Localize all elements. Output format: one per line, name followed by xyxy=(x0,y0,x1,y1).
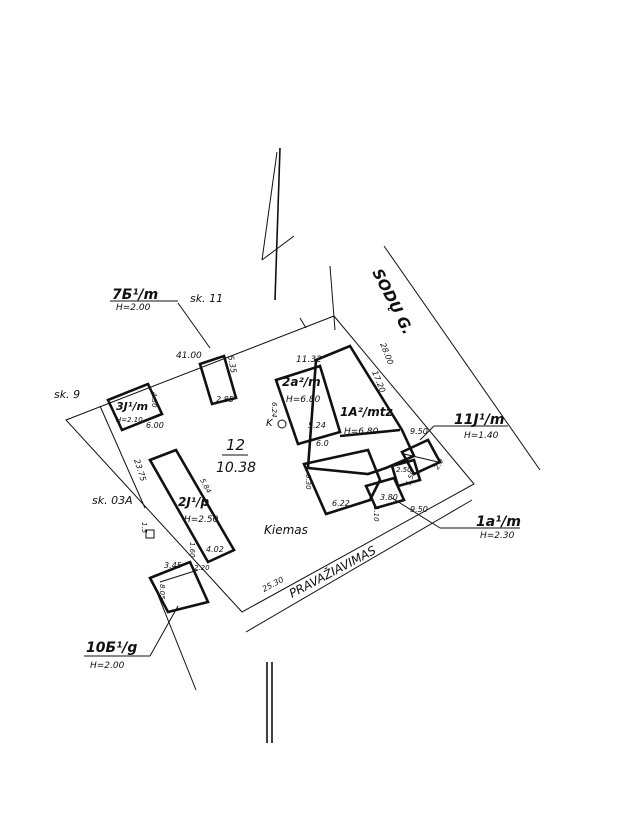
south-marker-icon xyxy=(266,662,273,743)
building-3: 3J¹/m H=2.10 xyxy=(106,382,164,432)
dim-1-5: 1.5 xyxy=(140,522,148,534)
driveway-label: PRAVAŽIAVIMAS xyxy=(286,542,378,601)
well-icon: K xyxy=(266,418,287,429)
svg-text:K: K xyxy=(266,418,274,429)
plot-number: 12 xyxy=(226,436,245,454)
dim-2-50: 2.50 xyxy=(396,466,412,474)
dim-1-10: 1.10 xyxy=(372,506,380,522)
svg-text:2a²/m: 2a²/m xyxy=(282,375,321,389)
svg-text:H=2.10: H=2.10 xyxy=(116,416,143,424)
yard-label: Kiemas xyxy=(264,523,308,537)
dim-8-05: 8.05 xyxy=(158,584,166,600)
callout-building-7: 7Б¹/m H=2.00 xyxy=(110,287,178,313)
dim-4-02: 4.02 xyxy=(206,545,224,554)
svg-text:H=2.50: H=2.50 xyxy=(184,515,219,525)
callout-building-1a: 1a¹/m H=2.30 xyxy=(391,497,521,541)
svg-text:H=2.00: H=2.00 xyxy=(116,303,151,313)
street-name: SODŲ G. xyxy=(368,266,416,338)
dim-9-50-east: 9.50 xyxy=(410,427,428,436)
dim-1-60: 1.60 xyxy=(188,542,196,558)
dim-4-30: 4.30 xyxy=(150,392,158,408)
building-1a xyxy=(364,476,406,510)
building-1: 1A²/mtz H=6.80 xyxy=(306,344,416,476)
dim-2-0: 2.0 xyxy=(433,457,446,471)
svg-text:H=6.80: H=6.80 xyxy=(286,395,321,405)
plot-area: 10.38 xyxy=(216,460,256,476)
building-2j: 2J¹/p H=2.50 xyxy=(148,448,236,564)
svg-text:1a¹/m: 1a¹/m xyxy=(476,514,521,530)
dim-25-30: 25.30 xyxy=(261,575,285,594)
building-small-east xyxy=(390,458,422,488)
dim-2-85: 2.85 xyxy=(216,395,234,404)
north-arrow-icon xyxy=(261,147,295,301)
svg-text:H=2.00: H=2.00 xyxy=(90,661,125,671)
svg-text:H=6.80: H=6.80 xyxy=(344,427,379,437)
svg-text:2J¹/p: 2J¹/p xyxy=(178,495,209,509)
dim-3-45: 3.45 xyxy=(164,561,182,570)
dim-2-20: 2.20 xyxy=(194,564,210,572)
neighbor-sk9-label: sk. 9 xyxy=(54,388,80,401)
svg-text:H=1.40: H=1.40 xyxy=(464,431,499,441)
dim-6-22: 6.22 xyxy=(332,499,350,508)
dim-41-00: 41.00 xyxy=(176,351,202,361)
svg-text:11J¹/m: 11J¹/m xyxy=(454,412,505,428)
dim-3-80: 3.80 xyxy=(380,493,398,502)
dim-6-30: 6.30 xyxy=(304,474,312,490)
building-11 xyxy=(400,438,442,476)
dim-9-50-south: 9.50 xyxy=(410,505,428,514)
dim-6-00: 6.00 xyxy=(146,421,164,430)
neighbor-sk03a-label: sk. 03A xyxy=(92,494,133,507)
dim-6-24: 6.24 xyxy=(270,402,278,418)
callout-building-11: 11J¹/m H=1.40 xyxy=(419,412,508,441)
dim-5-35: 5.35 xyxy=(226,355,238,374)
building-10 xyxy=(148,560,210,614)
square-marker-icon xyxy=(145,529,155,539)
dim-23-75: 23.75 xyxy=(132,458,148,483)
building-2: 2a²/m H=6.80 xyxy=(274,364,342,446)
svg-text:3J¹/m: 3J¹/m xyxy=(116,400,148,413)
dim-6-0: 6.0 xyxy=(316,439,329,448)
callout-building-10: 10Б¹/g H=2.00 xyxy=(84,605,179,671)
svg-text:1A²/mtz: 1A²/mtz xyxy=(340,405,394,419)
building-annex-north xyxy=(198,354,238,406)
dim-28-00: 28.00 xyxy=(378,341,395,366)
building-1-wing xyxy=(302,448,382,516)
neighbor-sk11-label: sk. 11 xyxy=(190,292,223,305)
dim-5-24: 5.24 xyxy=(308,421,326,430)
dim-11-32: 11.32 xyxy=(296,355,322,365)
street-edge-line xyxy=(383,245,541,471)
svg-text:7Б¹/m: 7Б¹/m xyxy=(112,287,158,303)
plot-boundary xyxy=(65,265,475,691)
svg-text:H=2.30: H=2.30 xyxy=(480,531,515,541)
svg-text:10Б¹/g: 10Б¹/g xyxy=(86,640,137,656)
